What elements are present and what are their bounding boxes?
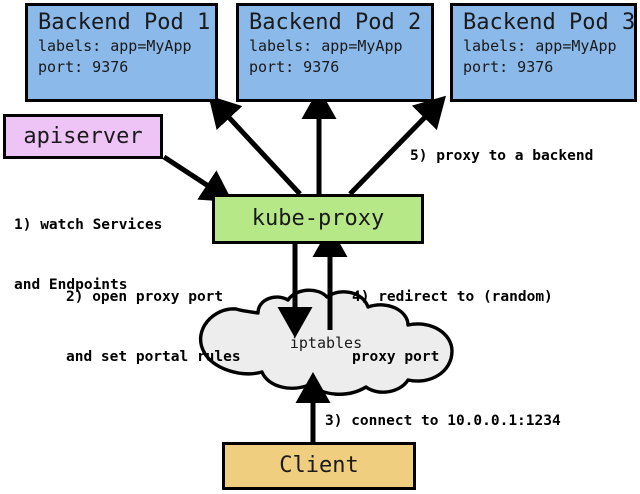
backend-pod-1-labels: labels: app=MyApp	[38, 37, 192, 55]
step-4-annotation: 4) redirect to (random) proxy port	[352, 247, 553, 407]
step-5-annotation: 5) proxy to a backend	[410, 148, 594, 164]
client-box: Client	[222, 442, 416, 490]
step-1-line-1: 1) watch Services	[14, 217, 163, 233]
step-2-line-2: and set portal rules	[66, 349, 241, 365]
backend-pod-2-port: port: 9376	[249, 58, 340, 76]
backend-pod-3-box: Backend Pod 3 labels: app=MyApp port: 93…	[450, 3, 637, 102]
backend-pod-2-labels: labels: app=MyApp	[249, 37, 403, 55]
iptables-cloud	[198, 288, 454, 396]
backend-pod-2-box: Backend Pod 2 labels: app=MyApp port: 93…	[236, 3, 434, 102]
backend-pod-3-port: port: 9376	[463, 58, 554, 76]
arrow-kubeproxy-to-pod1	[208, 95, 302, 196]
kube-proxy-label: kube-proxy	[251, 206, 385, 231]
iptables-label: iptables	[289, 334, 363, 352]
kube-proxy-box: kube-proxy	[212, 194, 424, 244]
apiserver-label: apiserver	[23, 123, 143, 149]
step-3-annotation: 3) connect to 10.0.0.1:1234	[325, 413, 561, 429]
apiserver-box: apiserver	[3, 114, 163, 159]
step-4-line-2: proxy port	[352, 349, 440, 365]
backend-pod-3-labels: labels: app=MyApp	[463, 37, 617, 55]
step-2-annotation: 2) open proxy port and set portal rules	[66, 247, 241, 407]
backend-pod-1-title: Backend Pod 1	[38, 10, 211, 35]
step-4-line-1: 4) redirect to (random)	[352, 289, 553, 305]
client-label: Client	[279, 453, 359, 478]
backend-pod-2-title: Backend Pod 2	[249, 10, 422, 35]
backend-pod-3-title: Backend Pod 3	[463, 10, 636, 35]
step-2-line-1: 2) open proxy port	[66, 289, 224, 305]
backend-pod-1-port: port: 9376	[38, 58, 129, 76]
step-1-line-2: and Endpoints	[14, 277, 128, 293]
backend-pod-1-box: Backend Pod 1 labels: app=MyApp port: 93…	[25, 3, 218, 102]
step-1-annotation: 1) watch Services and Endpoints	[14, 175, 162, 335]
arrow-kubeproxy-to-pod3	[348, 95, 446, 196]
arrow-apiserver-to-kubeproxy	[162, 154, 233, 202]
